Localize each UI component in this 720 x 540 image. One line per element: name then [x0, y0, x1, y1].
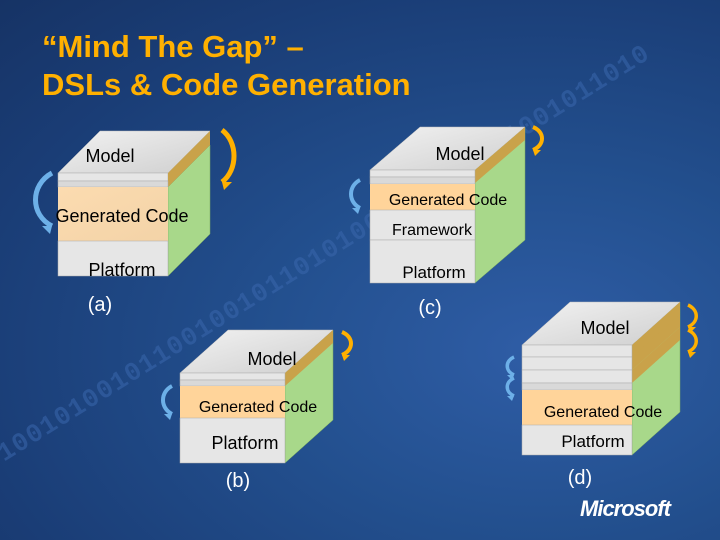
arrow-head-icon — [352, 208, 360, 214]
model-layer-side — [632, 302, 680, 358]
generated-code-layer — [522, 390, 632, 425]
cycle-arrow-icon — [687, 328, 698, 354]
cycle-arrow-icon — [220, 128, 237, 184]
generated-code-label: Generated Code — [199, 399, 317, 416]
title-line-1: “Mind The Gap” – — [42, 29, 304, 64]
cycle-arrow-icon — [505, 355, 515, 377]
platform-layer — [179, 417, 286, 464]
diagram-b: Model Generated Code Platform (b) — [161, 329, 353, 492]
intermediate-layer-front — [521, 356, 633, 371]
caption-c: (c) — [418, 297, 441, 319]
framework-label: Framework — [392, 222, 473, 239]
microsoft-logo: Microsoft — [580, 496, 671, 521]
model-label: Model — [247, 349, 296, 369]
cycle-arrow-icon — [341, 330, 353, 357]
model-layer-side — [475, 127, 525, 183]
diagram-d: Model Generated Code Platform (d) — [505, 301, 698, 489]
intermediate-layer-side — [632, 314, 680, 370]
title-line-2: DSLs & Code Generation — [42, 67, 411, 102]
framework-layer — [369, 209, 476, 241]
cycle-arrow-icon — [687, 303, 698, 329]
generated-code-layer — [180, 386, 285, 418]
diagram-a: Model Generated Code Platform (a) — [33, 128, 237, 316]
model-label: Model — [435, 144, 484, 164]
model-layer-front — [57, 180, 169, 188]
caption-a: (a) — [88, 294, 112, 316]
platform-label: Platform — [561, 432, 624, 451]
platform-layer — [57, 240, 169, 277]
platform-label: Platform — [88, 260, 155, 280]
model-layer-side — [285, 330, 333, 386]
generated-code-label: Generated Code — [389, 192, 507, 209]
arrow-head-icon — [688, 352, 696, 358]
arrow-head-icon — [164, 414, 172, 420]
generated-code-label: Generated Code — [544, 404, 662, 421]
model-layer-front — [369, 176, 476, 185]
cycle-arrow-icon — [161, 384, 174, 416]
arrow-head-icon — [42, 226, 52, 234]
arrow-head-icon — [222, 182, 232, 190]
arrow-head-icon — [342, 355, 350, 361]
model-layer-front — [179, 372, 286, 381]
arrow-head-icon — [533, 150, 541, 156]
cycle-arrow-icon — [532, 125, 544, 152]
intermediate-layer-side — [632, 327, 680, 383]
model-layer-side — [168, 131, 210, 187]
model-layer-front — [369, 169, 476, 178]
generated-code-label: Generated Code — [55, 206, 188, 226]
cycle-arrow-icon — [505, 376, 515, 398]
intermediate-layer-front — [521, 382, 633, 391]
arrow-head-icon — [507, 396, 514, 401]
model-label: Model — [85, 146, 134, 166]
caption-d: (d) — [568, 467, 592, 489]
diagram-c: Model Generated Code Framework Platform … — [349, 125, 544, 319]
model-layer-front — [521, 344, 633, 358]
caption-b: (b) — [226, 470, 250, 492]
slide-title: “Mind The Gap” – DSLs & Code Generation — [42, 28, 411, 104]
intermediate-layer-front — [521, 369, 633, 384]
model-label: Model — [580, 318, 629, 338]
cycle-arrow-icon — [33, 170, 54, 229]
model-layer-front — [179, 379, 286, 387]
platform-layer — [369, 239, 476, 284]
generated-code-layer — [370, 184, 475, 210]
platform-label: Platform — [211, 433, 278, 453]
generated-code-shade — [58, 187, 168, 241]
platform-layer — [521, 424, 633, 456]
platform-label: Platform — [402, 263, 465, 282]
model-layer-front — [57, 172, 169, 182]
cycle-arrow-icon — [349, 178, 362, 210]
